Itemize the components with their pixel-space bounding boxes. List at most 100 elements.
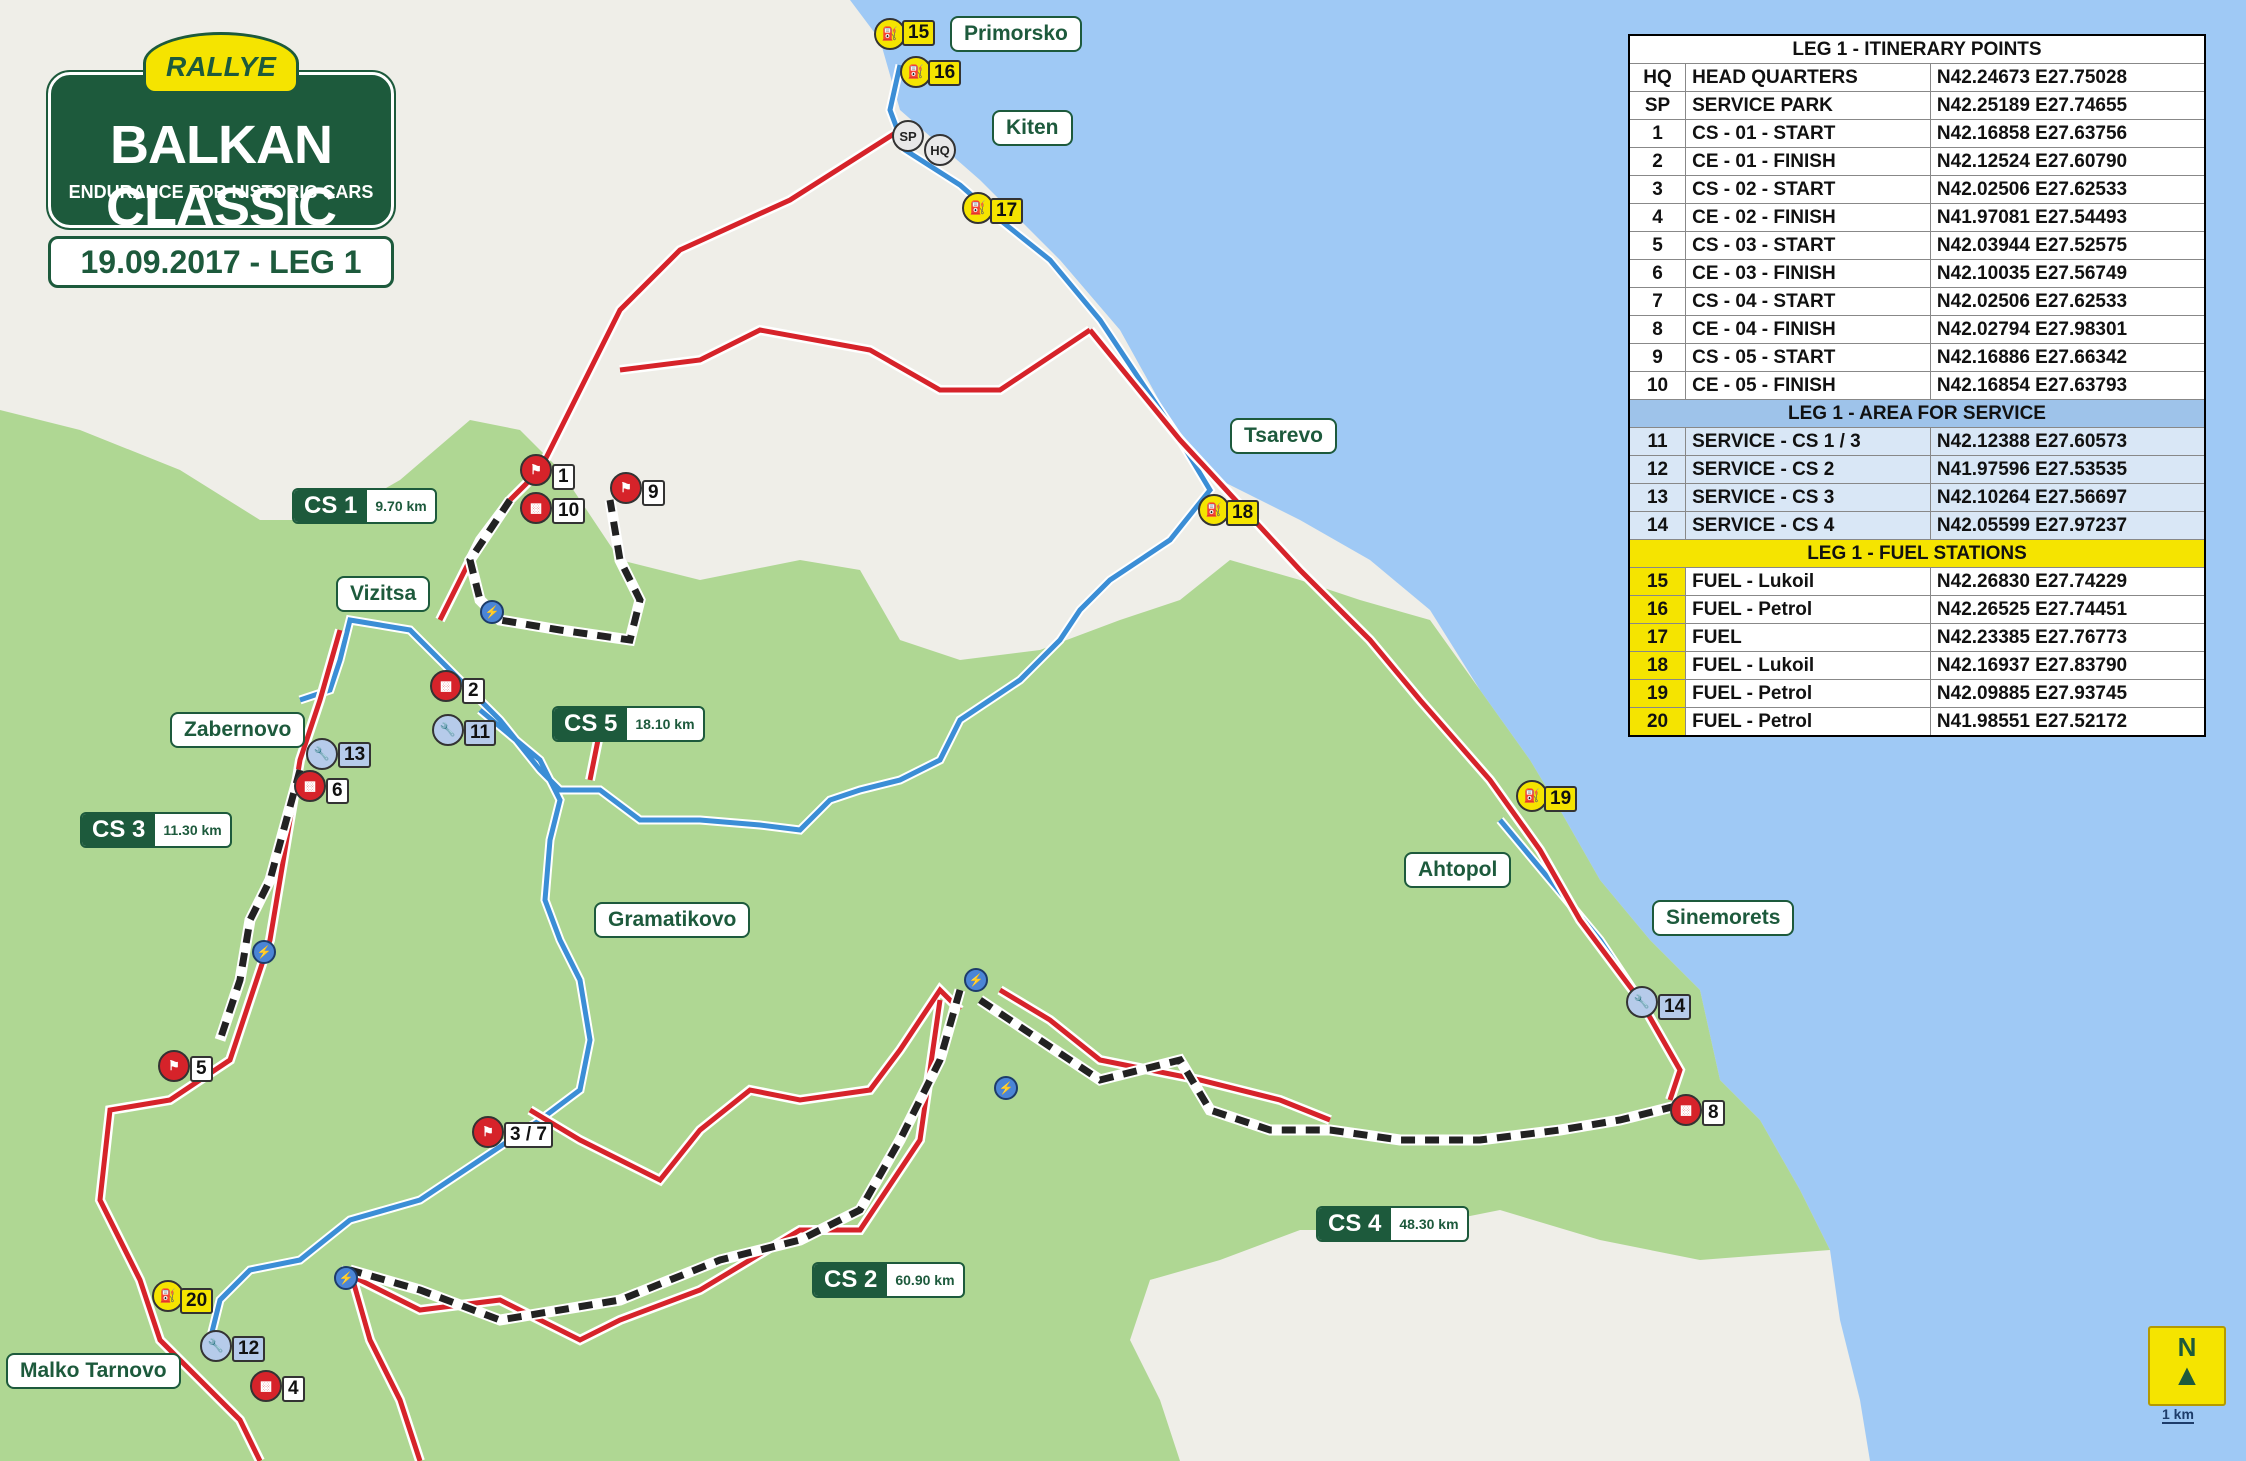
- marker-9: 9: [642, 480, 665, 506]
- start-flag-icon[interactable]: ⚑: [610, 472, 642, 504]
- start-flag-icon[interactable]: ⚑: [158, 1050, 190, 1082]
- finish-flag-icon[interactable]: ▩: [520, 492, 552, 524]
- cell-id: 7: [1628, 287, 1687, 316]
- cell-id: SP: [1628, 91, 1687, 120]
- wrench-icon[interactable]: 🔧: [306, 738, 338, 770]
- stage-distance: 48.30 km: [1399, 1216, 1459, 1232]
- logo-subtitle: ENDURANCE FOR HISTORIC CARS: [68, 182, 374, 202]
- fuel-icon[interactable]: ⛽: [900, 56, 932, 88]
- fuel-marker-19: 19: [1544, 786, 1578, 812]
- cell-name: SERVICE - CS 3: [1685, 483, 1931, 512]
- rally-logo: RALLYE BALKAN CLASSIC ENDURANCE FOR HIST…: [46, 32, 396, 237]
- fuel-icon[interactable]: ⛽: [874, 18, 906, 50]
- cell-id: 5: [1628, 231, 1687, 260]
- waypoint-icon[interactable]: ⚡: [252, 940, 276, 964]
- town-label-kiten: Kiten: [992, 110, 1073, 146]
- cell-coords: N42.02794 E27.98301: [1929, 315, 2206, 344]
- cell-name: CE - 03 - FINISH: [1685, 259, 1931, 288]
- stage-distance: 60.90 km: [895, 1272, 955, 1288]
- cell-coords: N42.10264 E27.56697: [1929, 483, 2206, 512]
- town-label-primorsko: Primorsko: [950, 16, 1082, 52]
- service-marker-14: 14: [1658, 994, 1692, 1020]
- marker-6: 6: [326, 778, 349, 804]
- cell-id: 1: [1628, 119, 1687, 148]
- wrench-icon[interactable]: 🔧: [1626, 986, 1658, 1018]
- cell-name: SERVICE - CS 2: [1685, 455, 1931, 484]
- stage-name: CS 4: [1318, 1208, 1392, 1240]
- cell-id: 17: [1628, 623, 1687, 652]
- table-section-header: LEG 1 - FUEL STATIONS: [1628, 539, 2206, 568]
- scale-bar: 1 km: [2162, 1406, 2194, 1424]
- stage-label-cs2: CS 2 60.90 km: [812, 1262, 965, 1298]
- start-flag-icon[interactable]: ⚑: [520, 454, 552, 486]
- cell-id: 6: [1628, 259, 1687, 288]
- start-flag-icon[interactable]: ⚑: [472, 1116, 504, 1148]
- finish-flag-icon[interactable]: ▩: [250, 1370, 282, 1402]
- section-title: LEG 1 - ITINERARY POINTS: [1628, 34, 2206, 64]
- section-title: LEG 1 - AREA FOR SERVICE: [1628, 399, 2206, 428]
- cell-coords: N42.12524 E27.60790: [1929, 147, 2206, 176]
- stage-distance: 11.30 km: [163, 822, 222, 838]
- cell-name: CS - 04 - START: [1685, 287, 1931, 316]
- stage-name: CS 2: [814, 1264, 888, 1296]
- cell-coords: N42.25189 E27.74655: [1929, 91, 2206, 120]
- cell-coords: N42.26830 E27.74229: [1929, 567, 2206, 596]
- stage-name: CS 1: [294, 490, 368, 522]
- cell-name: CS - 01 - START: [1685, 119, 1931, 148]
- finish-flag-icon[interactable]: ▩: [294, 770, 326, 802]
- cell-name: FUEL - Petrol: [1685, 595, 1931, 624]
- cell-name: FUEL - Lukoil: [1685, 651, 1931, 680]
- section-title: LEG 1 - FUEL STATIONS: [1628, 539, 2206, 568]
- cell-id: 4: [1628, 203, 1687, 232]
- cell-coords: N42.26525 E27.74451: [1929, 595, 2206, 624]
- cell-name: FUEL - Petrol: [1685, 707, 1931, 737]
- cell-name: SERVICE - CS 4: [1685, 511, 1931, 540]
- town-label-vizitsa: Vizitsa: [336, 576, 431, 612]
- town-label-sinemorets: Sinemorets: [1652, 900, 1795, 936]
- table-section-header: LEG 1 - ITINERARY POINTS: [1628, 34, 2206, 64]
- cell-id: 15: [1628, 567, 1687, 596]
- cell-coords: N41.97081 E27.54493: [1929, 203, 2206, 232]
- cell-name: CS - 03 - START: [1685, 231, 1931, 260]
- stage-label-cs1: CS 1 9.70 km: [292, 488, 437, 524]
- table-section-header: LEG 1 - AREA FOR SERVICE: [1628, 399, 2206, 428]
- fuel-icon[interactable]: ⛽: [1198, 494, 1230, 526]
- logo-title: BALKAN CLASSIC: [105, 115, 337, 237]
- waypoint-icon[interactable]: ⚡: [964, 968, 988, 992]
- cell-coords: N42.02506 E27.62533: [1929, 287, 2206, 316]
- cell-id: 3: [1628, 175, 1687, 204]
- headquarters-marker[interactable]: HQ: [924, 134, 956, 166]
- service-park-marker[interactable]: SP: [892, 120, 924, 152]
- cell-name: SERVICE PARK: [1685, 91, 1931, 120]
- waypoint-icon[interactable]: ⚡: [480, 600, 504, 624]
- wrench-icon[interactable]: 🔧: [200, 1330, 232, 1362]
- cell-coords: N42.16886 E27.66342: [1929, 343, 2206, 372]
- cell-id: 11: [1628, 427, 1687, 456]
- waypoint-icon[interactable]: ⚡: [994, 1076, 1018, 1100]
- cell-id: HQ: [1628, 63, 1687, 92]
- wrench-icon[interactable]: 🔧: [432, 714, 464, 746]
- north-arrow-icon: N ▲: [2148, 1326, 2226, 1406]
- waypoint-icon[interactable]: ⚡: [334, 1266, 358, 1290]
- finish-flag-icon[interactable]: ▩: [1670, 1094, 1702, 1126]
- date-label: 19.09.2017 - LEG 1: [48, 236, 394, 288]
- marker-5: 5: [190, 1056, 213, 1082]
- marker-1: 1: [552, 464, 575, 490]
- stage-distance: 9.70 km: [375, 498, 427, 514]
- marker-10: 10: [552, 498, 586, 524]
- town-label-tsarevo: Tsarevo: [1230, 418, 1337, 454]
- finish-flag-icon[interactable]: ▩: [430, 670, 462, 702]
- marker-3-7: 3 / 7: [504, 1122, 553, 1148]
- town-label-gramatikovo: Gramatikovo: [594, 902, 751, 938]
